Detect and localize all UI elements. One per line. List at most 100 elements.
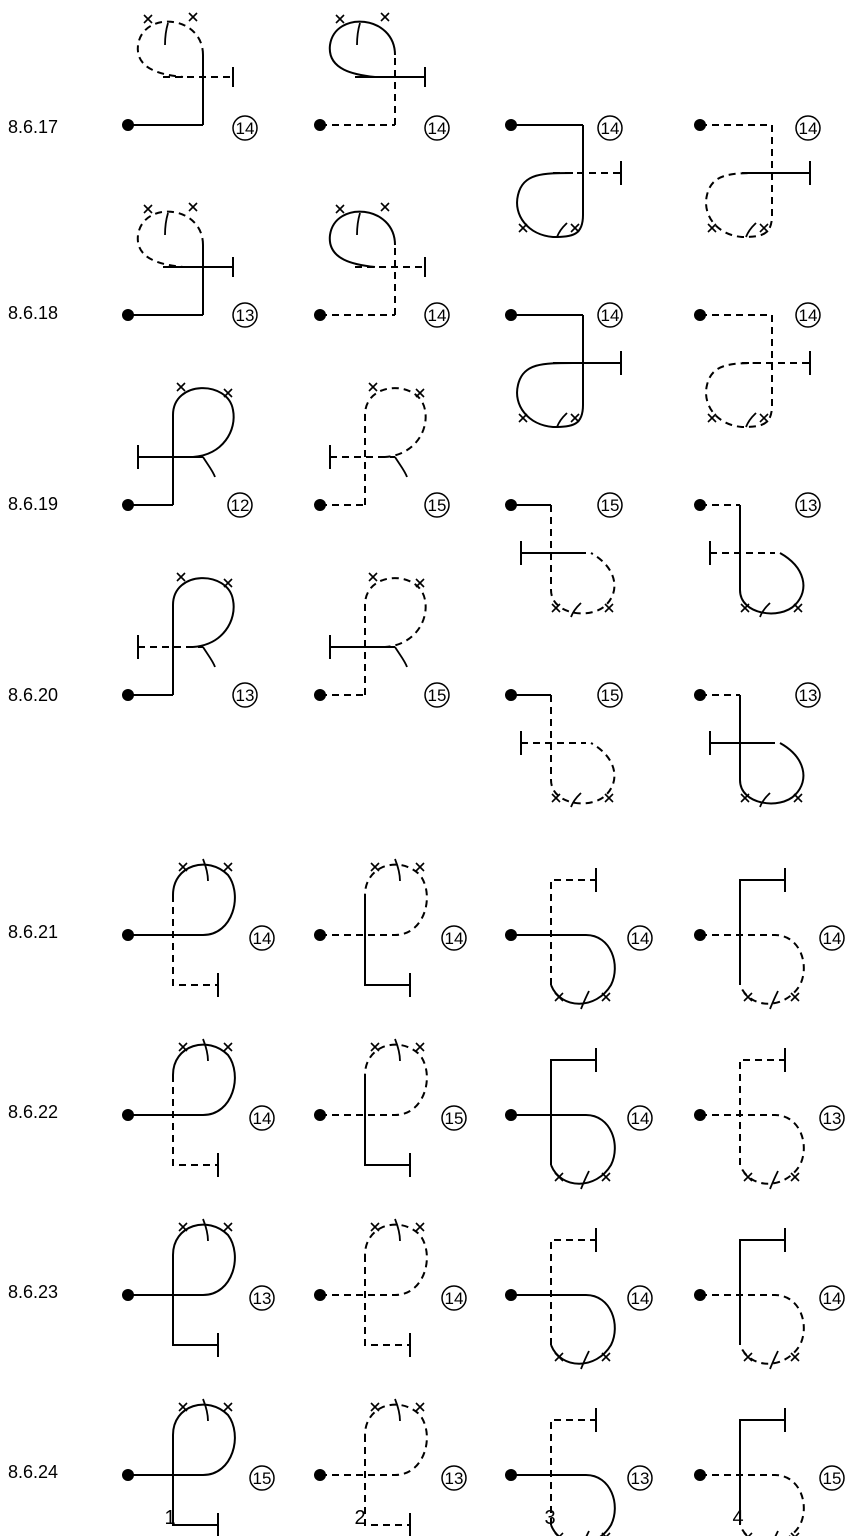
cross-mark <box>601 1532 611 1536</box>
loop-tick <box>202 1398 209 1422</box>
strand-segment <box>516 315 584 429</box>
strand-segment <box>328 210 396 268</box>
strand-segment <box>700 1474 805 1536</box>
figure-number: 14 <box>597 302 623 328</box>
cross-mark <box>370 1402 380 1412</box>
cross-mark <box>554 1352 564 1362</box>
svg-text:14: 14 <box>799 119 818 138</box>
cross-mark <box>188 202 198 212</box>
cross-mark <box>790 1352 800 1362</box>
cross-mark <box>740 793 750 803</box>
cross-mark <box>178 1042 188 1052</box>
strand-segment <box>550 1059 596 1165</box>
strand-segment <box>739 1419 785 1525</box>
cross-mark <box>601 992 611 1002</box>
loop-tick <box>394 646 408 668</box>
strand-segment <box>511 1474 616 1536</box>
cross-mark <box>143 14 153 24</box>
cross-mark <box>415 1042 425 1052</box>
svg-text:14: 14 <box>631 1289 650 1308</box>
cross-mark <box>370 1042 380 1052</box>
loop-tick <box>585 1530 590 1536</box>
cross-mark <box>415 1222 425 1232</box>
figure-number: 15 <box>597 492 623 518</box>
row-label: 8.6.22 <box>8 1102 59 1122</box>
figure-number: 13 <box>232 302 258 328</box>
svg-text:13: 13 <box>799 686 818 705</box>
strand-segment <box>700 1114 805 1185</box>
strand-segment <box>172 577 235 695</box>
strand-segment <box>364 577 427 695</box>
cross-mark <box>518 223 528 233</box>
strand-segment <box>128 1223 236 1296</box>
strand-segment <box>739 695 805 805</box>
strand-segment <box>136 20 204 78</box>
svg-text:13: 13 <box>236 686 255 705</box>
loop-tick <box>774 1530 779 1536</box>
strand-segment <box>320 863 428 936</box>
strand-segment <box>320 1043 428 1116</box>
cross-mark <box>707 413 717 423</box>
cross-mark <box>790 1532 800 1536</box>
strand-segment <box>511 1114 616 1185</box>
loop-tick <box>570 602 582 618</box>
cross-mark <box>790 992 800 1002</box>
cross-mark <box>223 578 233 588</box>
figure-number: 14 <box>627 1285 653 1311</box>
cross-mark <box>554 992 564 1002</box>
svg-text:15: 15 <box>601 496 620 515</box>
strand-segment <box>328 20 396 78</box>
cross-mark <box>554 1172 564 1182</box>
strand-segment <box>739 1059 785 1165</box>
svg-text:15: 15 <box>601 686 620 705</box>
figure-number: 12 <box>227 492 253 518</box>
cross-mark <box>178 1222 188 1232</box>
strand-segment <box>550 879 596 985</box>
cross-mark <box>604 603 614 613</box>
strand-segment <box>320 1403 428 1476</box>
svg-text:14: 14 <box>631 929 650 948</box>
loop-tick <box>164 212 169 236</box>
cross-mark <box>551 603 561 613</box>
svg-text:14: 14 <box>445 1289 464 1308</box>
strand-segment <box>550 1239 596 1345</box>
strand-segment <box>739 879 785 985</box>
loop-tick <box>759 602 771 618</box>
strand-segment <box>128 1403 236 1476</box>
figure-number: 13 <box>795 492 821 518</box>
loop-tick <box>394 858 401 882</box>
loop-tick <box>356 22 361 46</box>
loop-tick <box>745 222 757 238</box>
strand-segment <box>705 315 773 429</box>
cross-mark <box>604 793 614 803</box>
figure-number: 14 <box>249 1105 275 1131</box>
loop-tick <box>356 212 361 236</box>
strand-segment <box>172 1435 218 1526</box>
figure-number: 15 <box>597 682 623 708</box>
cross-mark <box>601 1352 611 1362</box>
cross-mark <box>790 1172 800 1182</box>
cross-mark <box>601 1172 611 1182</box>
figure-number: 14 <box>627 925 653 951</box>
loop-tick <box>580 990 590 1010</box>
cross-mark <box>223 1042 233 1052</box>
svg-text:15: 15 <box>253 1469 272 1488</box>
figure-number: 15 <box>424 682 450 708</box>
loop-tick <box>394 1398 401 1422</box>
loop-tick <box>745 412 757 428</box>
figure-number: 14 <box>441 925 467 951</box>
svg-text:12: 12 <box>231 496 250 515</box>
figure-number: 14 <box>424 115 450 141</box>
figure-number: 15 <box>424 492 450 518</box>
cross-mark <box>415 1402 425 1412</box>
strand-segment <box>739 505 805 615</box>
cross-mark <box>188 12 198 22</box>
figure-number: 13 <box>627 1465 653 1491</box>
svg-text:13: 13 <box>799 496 818 515</box>
cross-mark <box>743 992 753 1002</box>
strand-segment <box>550 1419 596 1525</box>
svg-text:13: 13 <box>236 306 255 325</box>
strand-segment <box>364 1255 410 1346</box>
svg-text:14: 14 <box>445 929 464 948</box>
